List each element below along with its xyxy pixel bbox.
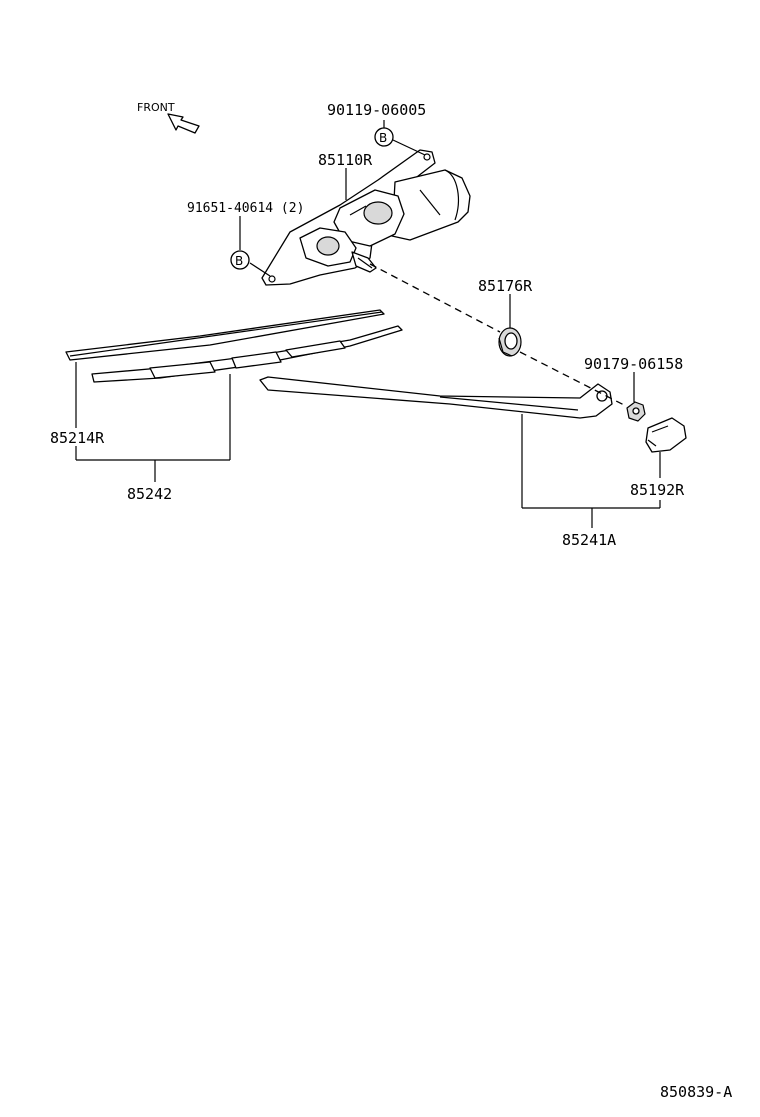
- part-label-85214r: 85214R: [50, 429, 105, 447]
- ref-mark-label: B: [235, 254, 243, 268]
- cap-85192r: [645, 417, 687, 453]
- wiper-blade-85242: [65, 309, 403, 383]
- part-label-90119: 90119-06005: [327, 101, 426, 119]
- wiper-arm-85241a: [259, 376, 613, 419]
- part-label-91651: 91651-40614 (2): [187, 201, 304, 216]
- figure-code: 850839-A: [660, 1083, 732, 1101]
- front-indicator: FRONT: [137, 101, 200, 134]
- assembly-line: [369, 263, 627, 407]
- nut-85176r: [498, 327, 522, 357]
- wiper-motor-assembly: [261, 149, 471, 286]
- front-arrow-icon: [167, 113, 200, 134]
- part-label-85192r: 85192R: [630, 481, 685, 499]
- ref-mark-b-top: B: [374, 127, 394, 147]
- part-label-85176r: 85176R: [478, 277, 533, 295]
- nut-90179: [626, 401, 646, 422]
- part-label-85242: 85242: [127, 485, 172, 503]
- ref-mark-label: B: [379, 131, 387, 145]
- part-label-90179: 90179-06158: [584, 355, 683, 373]
- front-label: FRONT: [137, 101, 175, 114]
- part-label-85241a: 85241A: [562, 531, 616, 549]
- part-label-85110r: 85110R: [318, 151, 373, 169]
- leader-lines: [75, 120, 661, 528]
- ref-mark-b-left: B: [230, 250, 250, 270]
